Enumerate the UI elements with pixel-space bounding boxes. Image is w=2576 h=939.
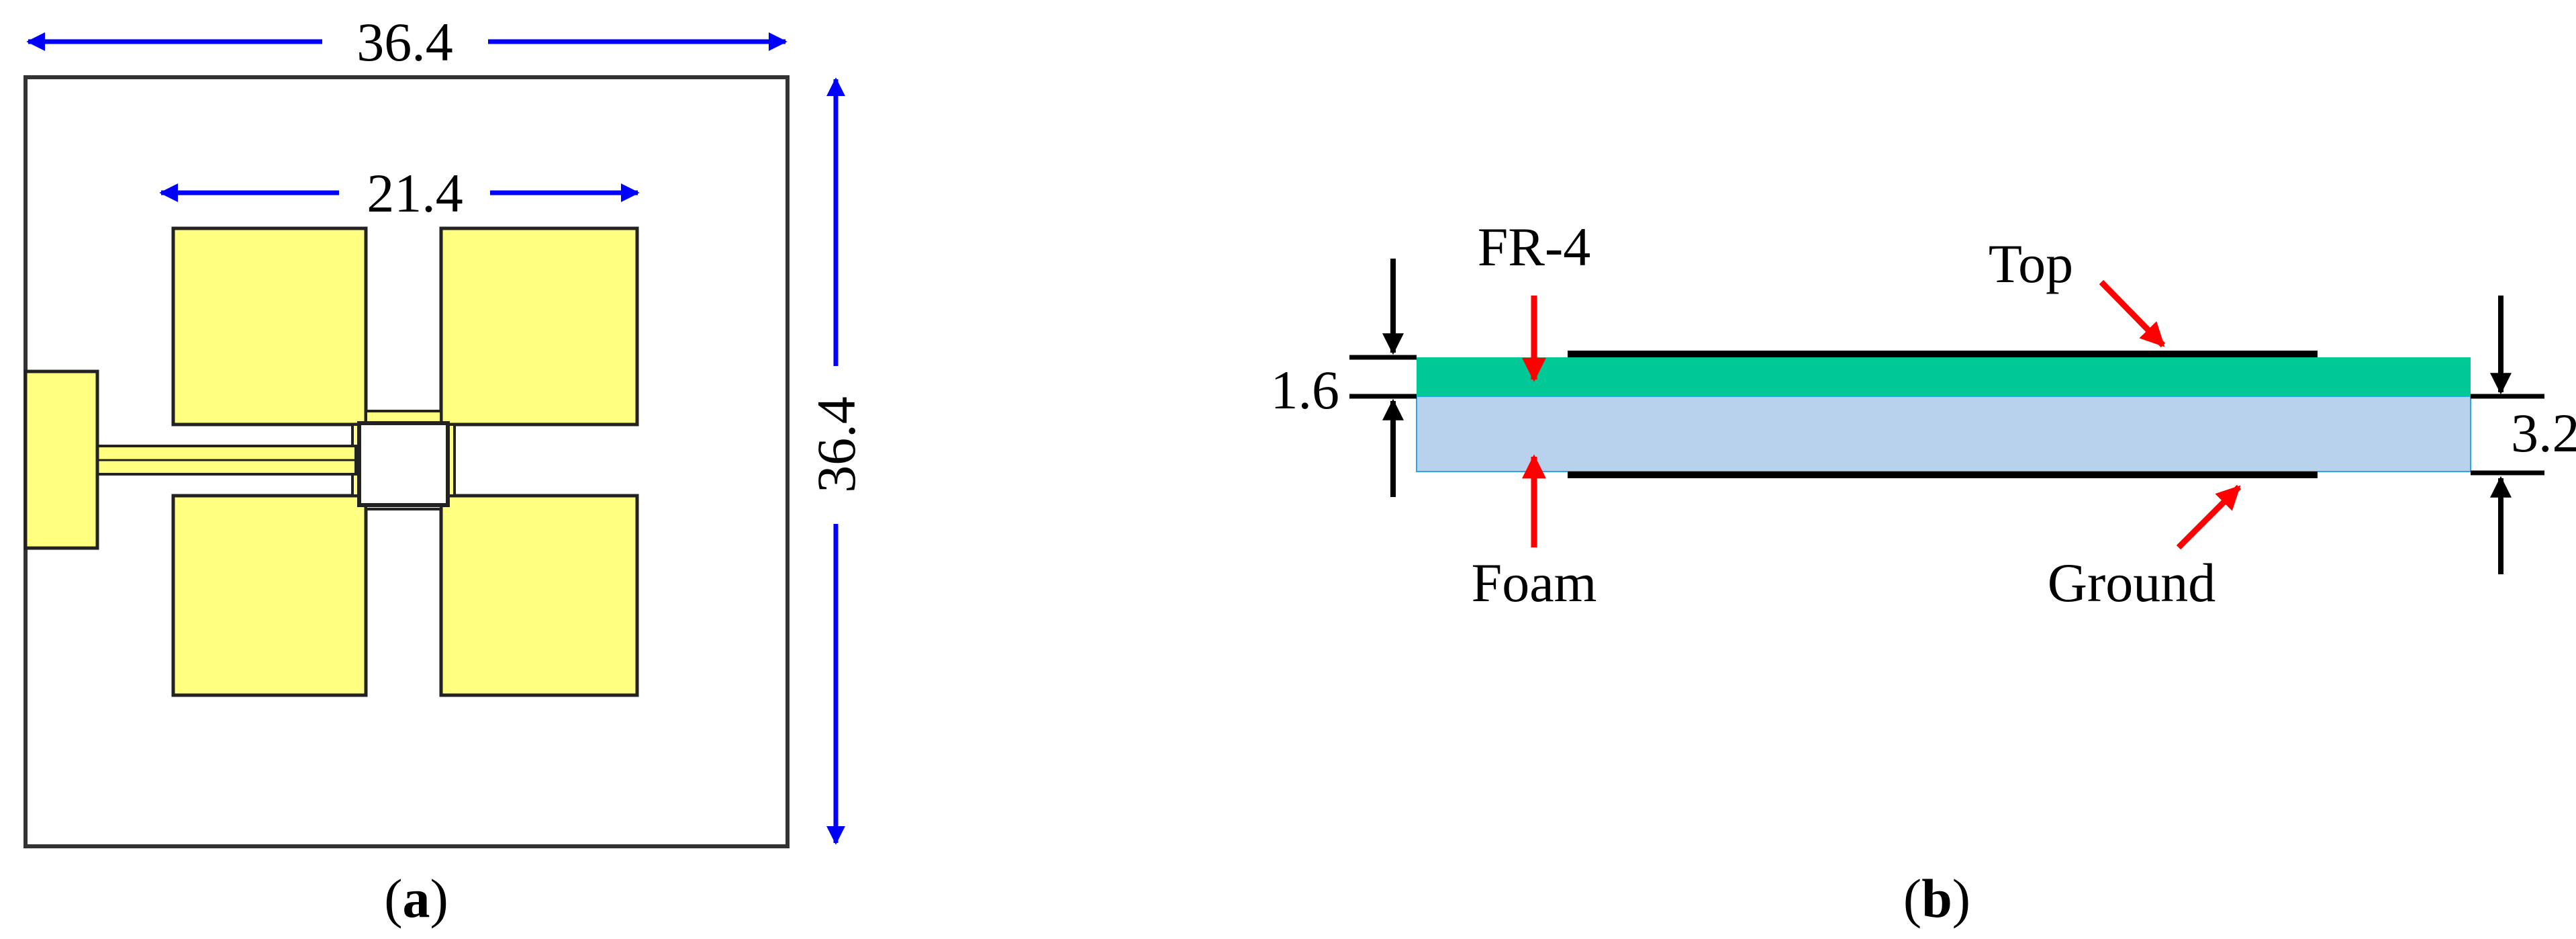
ground-label: Ground <box>2048 552 2216 613</box>
caption-a: (a) <box>384 868 448 929</box>
patch-top-left <box>171 226 368 427</box>
foam-label: Foam <box>1472 552 1597 613</box>
foam-layer <box>1416 396 2471 472</box>
panel-a: 36.4 21.4 36.4 (a) <box>23 11 867 929</box>
patch-bottom-right <box>439 494 639 697</box>
center-slot <box>357 421 450 507</box>
panel-b: 1.6 3.2 FR-4 Foam Top Ground (b) <box>1271 216 2576 929</box>
fr4-thickness-label: 1.6 <box>1271 359 1340 420</box>
feed-port <box>23 369 99 550</box>
caption-b: (b) <box>1903 868 1970 929</box>
fr4-layer <box>1417 357 2471 396</box>
fr4-label: FR-4 <box>1478 216 1591 277</box>
patch-top-right <box>439 226 639 427</box>
total-thickness-label: 3.2 <box>2511 402 2576 463</box>
top-label: Top <box>1989 233 2073 294</box>
ground-pointer-arrow <box>2176 484 2242 550</box>
top-pointer-arrow <box>2099 279 2166 348</box>
outer-width-label: 36.4 <box>356 11 453 73</box>
outer-height-label: 36.4 <box>806 396 867 493</box>
patch-bottom-left <box>171 494 368 697</box>
patch-width-label: 21.4 <box>367 163 463 224</box>
